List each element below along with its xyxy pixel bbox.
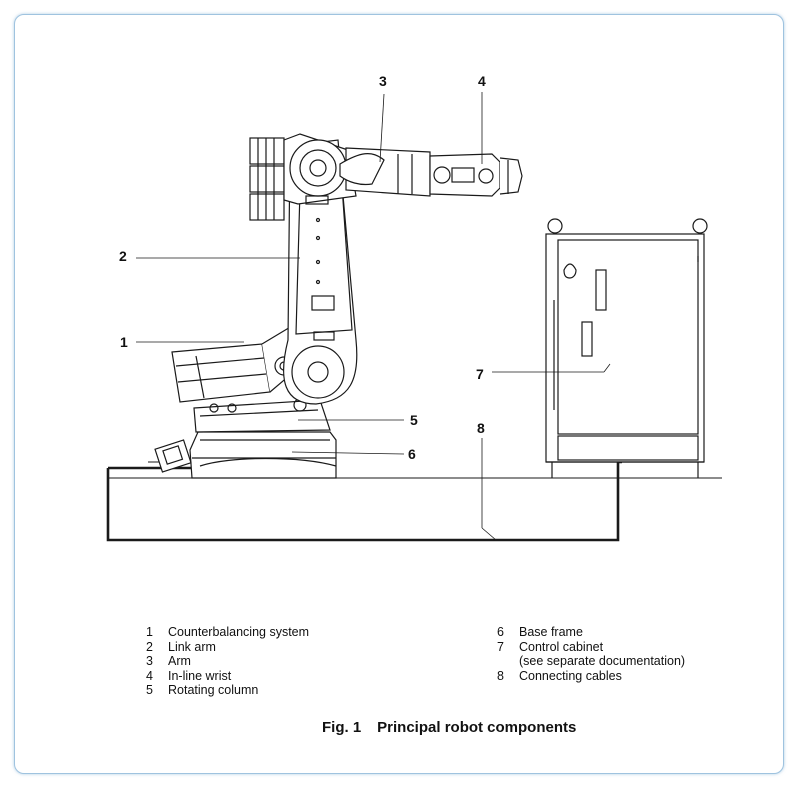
- callout-5: 5: [410, 412, 418, 428]
- callout-7: 7: [476, 366, 484, 382]
- callout-8: 8: [477, 420, 485, 436]
- callout-1: 1: [120, 334, 128, 350]
- in-line-wrist: [429, 153, 523, 197]
- callout-4: 4: [478, 73, 486, 89]
- arm: [249, 133, 431, 221]
- figure-title: Principal robot components: [377, 719, 577, 736]
- control-cabinet: [545, 218, 708, 478]
- base-frame: [154, 431, 337, 479]
- callout-3: 3: [379, 73, 387, 89]
- legend-item: (see separate documentation): [519, 654, 686, 668]
- callout-2: 2: [119, 248, 127, 264]
- figure-caption: Fig. 1 Principal robot components: [322, 719, 576, 736]
- leader-lines: [136, 92, 611, 541]
- callout-6: 6: [408, 446, 416, 462]
- counterbalancing-system: [171, 324, 297, 403]
- figure-number: Fig. 1: [322, 719, 362, 736]
- link-arm: [282, 139, 358, 405]
